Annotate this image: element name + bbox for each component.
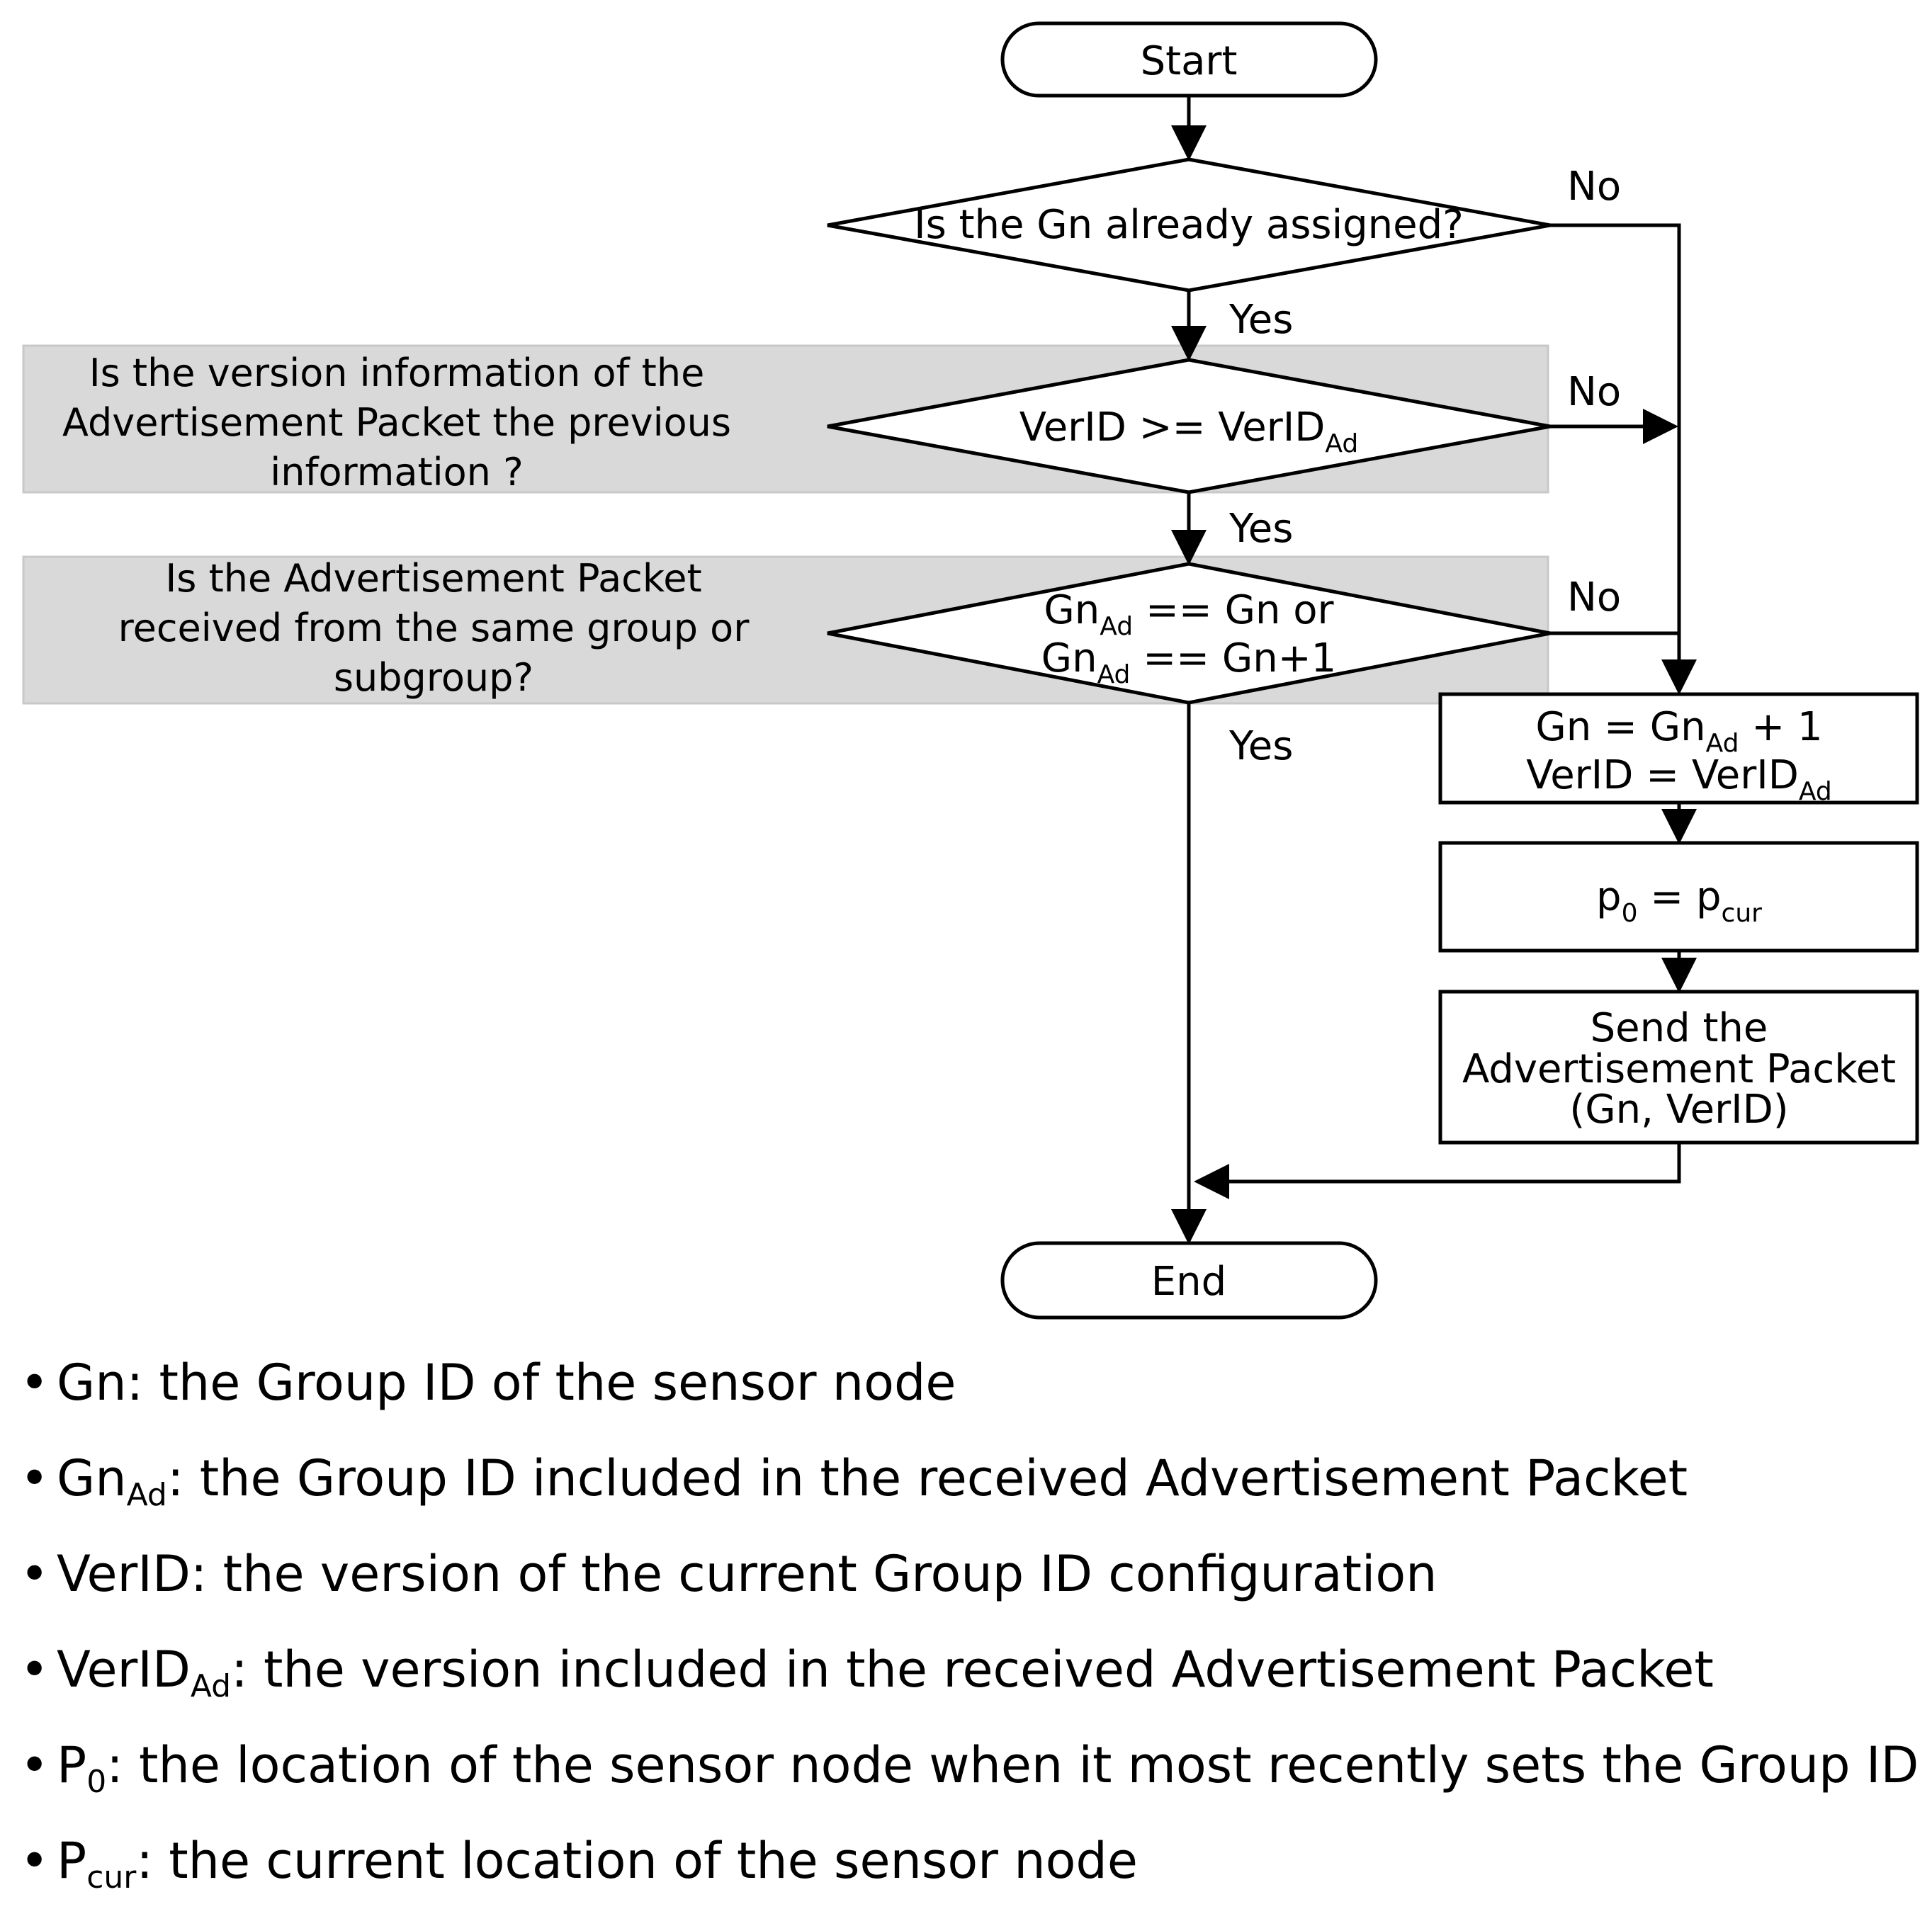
legend-item-p0: •P0: the location of the sensor node whe… <box>20 1736 1919 1800</box>
no-label-d2: No <box>1567 369 1621 415</box>
process-set-location <box>1438 841 1919 953</box>
process-set-gn-line: Gn = GnAd + 1 <box>1535 704 1822 758</box>
decision-version-check <box>827 358 1551 494</box>
no-label-d1: No <box>1567 164 1621 210</box>
start-terminal <box>1000 21 1378 98</box>
side-note-version-line1: Is the version information of the <box>89 351 705 395</box>
process-send-packet <box>1438 990 1919 1145</box>
legend-list: •Gn: the Group ID of the sensor node •Gn… <box>20 1335 1926 1909</box>
process-set-verid-line: VerID = VerIDAd <box>1526 752 1832 806</box>
line-d1-no <box>1548 223 1681 691</box>
process-set-gn-verid <box>1438 692 1919 805</box>
side-note-group-line2: received from the same group or <box>118 606 750 650</box>
decision-group-check <box>827 562 1551 705</box>
start-label: Start <box>1141 38 1238 84</box>
legend-item-gn: •Gn: the Group ID of the sensor node <box>20 1354 956 1412</box>
legend-item-pcur: •Pcur: the current location of the senso… <box>20 1832 1138 1896</box>
legend-item-verid: •VerID: the version of the current Group… <box>20 1545 1437 1603</box>
legend-item-verid-ad: •VerIDAd: the version included in the re… <box>20 1641 1714 1704</box>
yes-label-d1: Yes <box>1228 297 1293 343</box>
decision-gn-assigned <box>827 157 1551 293</box>
side-note-group-line3: subgroup? <box>334 655 533 700</box>
side-note-version-line3: information ? <box>270 450 524 494</box>
process-send-packet-line2: Advertisement Packet <box>1462 1046 1896 1092</box>
end-terminal <box>1000 1241 1378 1320</box>
process-send-packet-line3: (Gn, VerID) <box>1569 1087 1788 1133</box>
side-note-group-line1: Is the Advertisement Packet <box>165 556 701 601</box>
legend-item-gn-ad: •GnAd: the Group ID included in the rece… <box>20 1449 1688 1513</box>
yes-label-d2: Yes <box>1228 506 1293 552</box>
decision-gn-assigned-label: Is the Gn already assigned? <box>914 202 1464 248</box>
arrow-p3-to-main <box>1194 1143 1681 1199</box>
decision-group-check-line2: GnAd == Gn+1 <box>1041 635 1337 689</box>
end-label: End <box>1151 1259 1226 1305</box>
no-label-d3: No <box>1567 574 1621 621</box>
decision-group-check-line1: GnAd == Gn or <box>1044 587 1334 641</box>
side-note-version-line2: Advertisement Packet the previous <box>62 400 731 445</box>
process-send-packet-line1: Send the <box>1591 1005 1768 1051</box>
yes-label-d3: Yes <box>1228 723 1293 769</box>
flowchart: Is the version information of the Advert… <box>22 21 1919 1320</box>
process-set-location-label: p0 = pcur <box>1596 874 1762 928</box>
decision-version-check-label: VerID >= VerIDAd <box>1019 404 1358 458</box>
